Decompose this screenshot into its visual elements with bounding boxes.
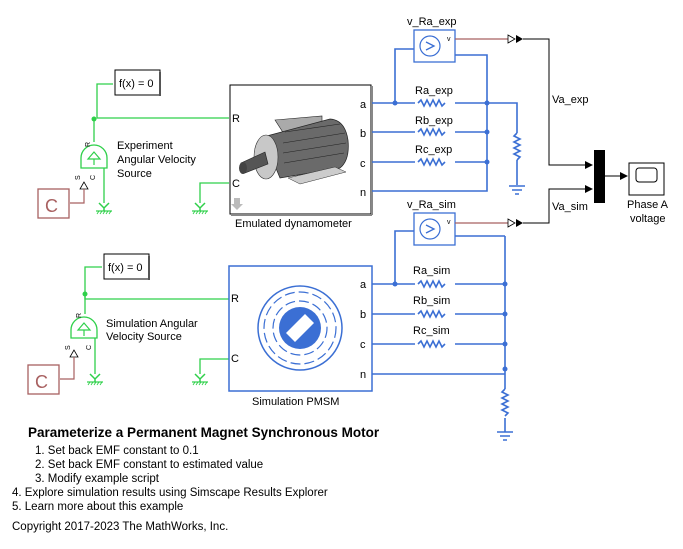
elec-wire-vsense-sim (394, 230, 414, 284)
exp-source-label-3: Source (117, 168, 152, 180)
mechanical-ground-icon (192, 373, 208, 386)
rc-sim-label: Rc_sim (413, 325, 450, 337)
angular-velocity-source-sim[interactable]: R S C (65, 313, 98, 350)
solver-config-block-bottom[interactable]: f(x) = 0 (103, 253, 150, 280)
resistor-ra-sim[interactable] (415, 279, 455, 289)
signal-va-exp (523, 38, 593, 169)
ps-converter-icon (516, 219, 523, 227)
emulated-dynamometer-block[interactable]: R C a b c n (229, 84, 373, 216)
port-s: S (65, 345, 72, 350)
port-b: b (360, 309, 366, 321)
v-ra-exp-label: v_Ra_exp (407, 16, 457, 28)
port-r: R (85, 142, 92, 147)
port-r: R (232, 113, 240, 125)
signal-va-sim (523, 185, 593, 224)
load-resistor-sim[interactable] (500, 388, 510, 417)
mech-wire-c-dyno (199, 182, 229, 203)
ra-exp-label: Ra_exp (415, 85, 453, 97)
dyno-label: Emulated dynamometer (235, 218, 352, 230)
port-c-elec: c (360, 339, 366, 351)
ra-sim-label: Ra_sim (413, 265, 450, 277)
pmsm-motor-icon (257, 285, 343, 371)
sim-source-label: Simulation Angular (106, 318, 198, 330)
port-c: C (232, 178, 240, 190)
port-s: S (75, 175, 82, 180)
resistor-rb-sim[interactable] (415, 309, 455, 319)
link-item-4[interactable]: 4. Explore simulation results using Sims… (12, 487, 328, 499)
link-item-5[interactable]: 5. Learn more about this example (12, 501, 184, 513)
resistor-rc-sim[interactable] (415, 339, 455, 349)
ps-converter-icon (516, 35, 523, 43)
port-c: C (231, 353, 239, 365)
scope-label: Phase A (627, 199, 669, 211)
port-a: a (360, 279, 367, 291)
port-n: n (360, 187, 366, 199)
solver-config-label: f(x) = 0 (119, 78, 154, 90)
mechanical-ground-icon (192, 202, 208, 215)
simulation-pmsm-block[interactable]: R C a b c n (228, 265, 373, 392)
angular-velocity-source-exp[interactable]: R S C (75, 142, 108, 180)
elec-wire-ref-sim (455, 235, 506, 389)
port-b: b (360, 128, 366, 140)
mech-wire-c-pmsm (199, 358, 229, 374)
load-resistor-exp[interactable] (512, 132, 522, 161)
ps-wire-top (70, 189, 85, 204)
elec-wire-load-exp (487, 102, 518, 133)
pmsm-label: Simulation PMSM (252, 396, 339, 408)
voltage-sensor-sim[interactable]: v (413, 212, 456, 246)
electrical-ground-icon (497, 431, 513, 441)
annotation-title: Parameterize a Permanent Magnet Synchron… (28, 425, 380, 440)
constant-block-top[interactable]: C (37, 188, 70, 219)
v-ra-sim-label: v_Ra_sim (407, 199, 456, 211)
ps-output-port-icon (507, 218, 516, 228)
link-item-2[interactable]: 2. Set back EMF constant to estimated va… (35, 459, 264, 471)
rb-exp-label: Rb_exp (415, 115, 453, 127)
solver-config-block-top[interactable]: f(x) = 0 (114, 69, 161, 96)
elec-wire-n-exp (372, 54, 488, 192)
mechanical-ground-icon (96, 202, 112, 215)
elec-wire-vsense-exp (394, 48, 414, 103)
port-v: v (447, 219, 451, 226)
copyright: Copyright 2017-2023 The MathWorks, Inc. (12, 521, 229, 533)
resistor-rb-exp[interactable] (415, 127, 455, 137)
voltage-sensor-exp[interactable]: v (413, 29, 456, 63)
link-item-1[interactable]: 1. Set back EMF constant to 0.1 (35, 445, 199, 457)
exp-source-label: Experiment (117, 140, 173, 152)
port-c: C (90, 175, 97, 180)
rb-sim-label: Rb_sim (413, 295, 450, 307)
constant-label: C (45, 196, 58, 216)
port-r: R (231, 293, 239, 305)
link-item-3[interactable]: 3. Modify example script (35, 473, 159, 485)
port-c: C (86, 345, 93, 350)
va-exp-label: Va_exp (552, 94, 589, 106)
va-sim-label: Va_sim (552, 201, 588, 213)
ps-input-port-icon (79, 181, 89, 190)
exp-source-label-2: Angular Velocity (117, 154, 196, 166)
sim-source-label-2: Velocity Source (106, 331, 182, 343)
scope-block[interactable] (628, 162, 665, 196)
solver-config-label: f(x) = 0 (108, 262, 143, 274)
mech-wire-r-top (96, 83, 229, 119)
mech-wire-r-bottom (84, 266, 229, 300)
arrow-down-icon (231, 198, 243, 210)
ps-input-port-icon (69, 349, 79, 358)
resistor-ra-exp[interactable] (415, 98, 455, 108)
mux-block[interactable] (594, 150, 605, 203)
port-a: a (360, 99, 367, 111)
electrical-ground-icon (509, 185, 525, 195)
port-r: R (76, 313, 83, 318)
constant-label: C (35, 372, 48, 392)
port-c-elec: c (360, 158, 366, 170)
rc-exp-label: Rc_exp (415, 144, 452, 156)
ps-wire-bottom (60, 357, 75, 380)
port-v: v (447, 36, 451, 43)
motor-image-icon (239, 115, 349, 185)
mechanical-ground-icon (87, 373, 103, 386)
constant-block-bottom[interactable]: C (27, 364, 60, 395)
scope-label-2: voltage (630, 213, 665, 225)
ps-output-port-icon (507, 34, 516, 44)
port-n: n (360, 369, 366, 381)
resistor-rc-exp[interactable] (415, 157, 455, 167)
